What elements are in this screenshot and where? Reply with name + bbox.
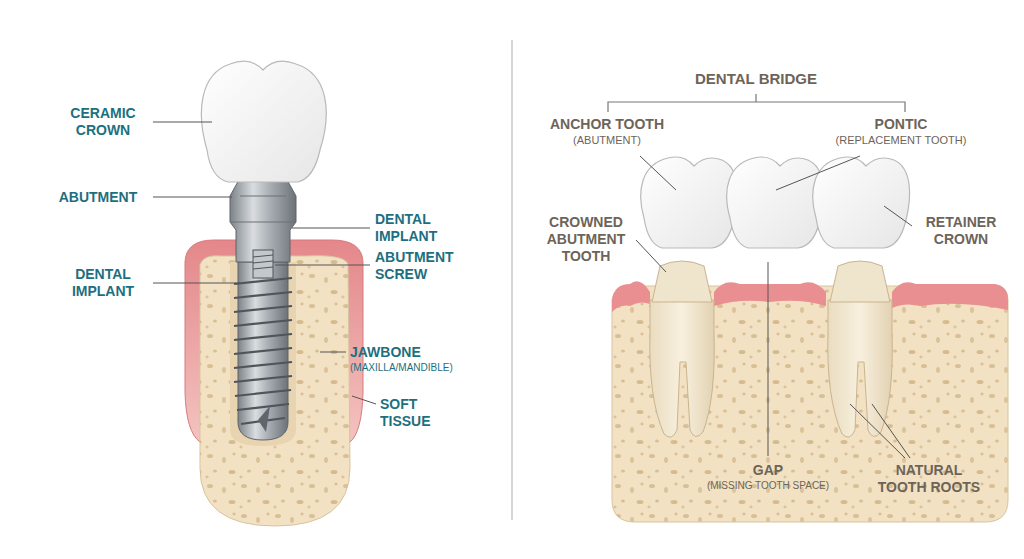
prepared-tooth <box>830 261 890 302</box>
bridge-bracket <box>608 94 905 112</box>
part-label: DENTAL IMPLANT <box>55 266 151 300</box>
panel-divider <box>511 40 513 520</box>
part-label: ABUTMENT <box>45 189 151 206</box>
part-label: PONTIC <box>806 116 996 133</box>
gum <box>714 282 826 306</box>
abutment <box>230 178 296 262</box>
jawbone <box>200 256 350 526</box>
gum <box>892 282 1008 310</box>
abutment-screw <box>253 250 273 278</box>
ceramic-crown <box>201 61 326 182</box>
screw-threads <box>253 255 273 269</box>
part-label: SOFT TISSUE <box>380 396 460 430</box>
natural-tooth-root <box>828 300 892 437</box>
part-sublabel: (REPLACEMENT TOOTH) <box>806 134 996 147</box>
part-sublabel: (MAXILLA/MANDIBLE) <box>350 362 480 374</box>
natural-tooth-root <box>650 300 714 437</box>
jawbone <box>612 286 1008 522</box>
abutment-collar <box>230 222 296 223</box>
gum <box>612 281 650 312</box>
implant-socket <box>230 262 296 446</box>
part-label: DENTAL IMPLANT <box>375 211 475 245</box>
bone-pores <box>612 286 1008 522</box>
part-label: GAP <box>718 462 818 479</box>
part-sublabel: (ABUTMENT) <box>532 134 682 147</box>
part-label: NATURAL TOOTH ROOTS <box>872 462 986 496</box>
part-label: RETAINER CROWN <box>912 214 1010 248</box>
implant-tip-groove <box>258 406 270 432</box>
part-label: CERAMIC CROWN <box>55 105 151 139</box>
part-label: ANCHOR TOOTH <box>532 116 682 133</box>
pontic-crown <box>727 157 824 248</box>
leader-lines-right <box>636 156 912 458</box>
anchor-crown <box>641 157 738 248</box>
abutment-edge <box>240 196 286 197</box>
part-label: JAWBONE <box>350 344 450 361</box>
part-label: CROWNED ABUTMENT TOOTH <box>538 214 634 264</box>
part-sublabel: (MISSING TOOTH SPACE) <box>688 480 848 492</box>
bone-pores <box>200 256 350 526</box>
implant-threads <box>234 278 292 424</box>
leader-lines-left <box>153 122 376 404</box>
group-heading: DENTAL BRIDGE <box>676 70 836 88</box>
retainer-crown <box>813 157 910 248</box>
part-label: ABUTMENT SCREW <box>375 249 475 283</box>
